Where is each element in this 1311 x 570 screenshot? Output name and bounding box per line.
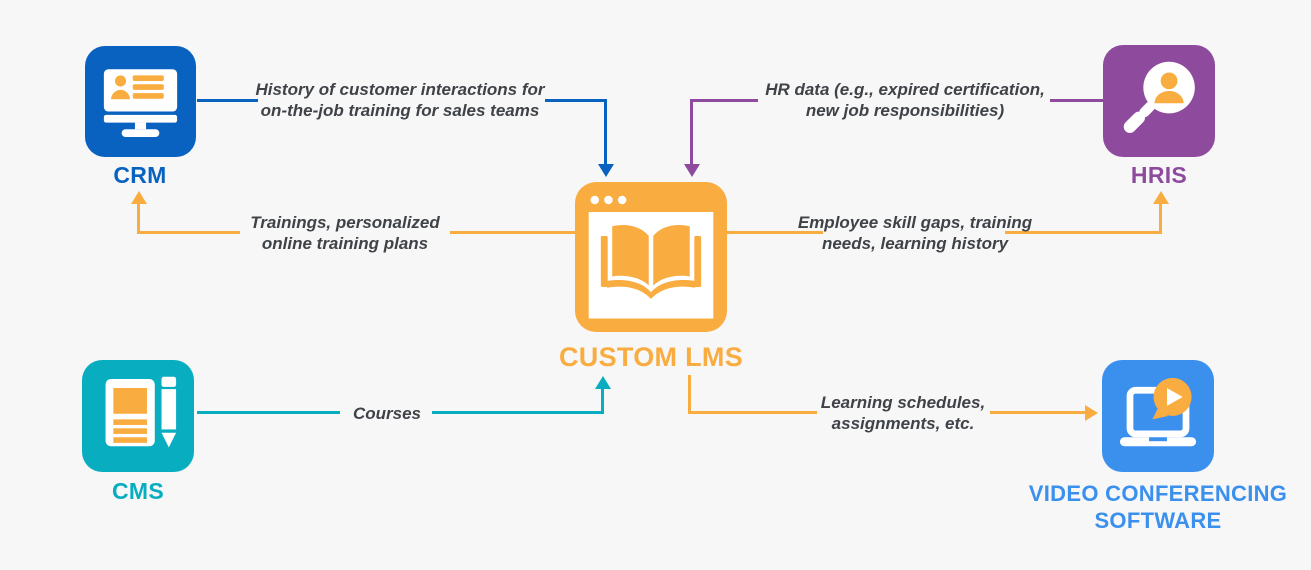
label-line: HR data (e.g., expired certification,: [765, 80, 1045, 99]
crm-to-lms-segment: [604, 99, 607, 165]
crm-to-lms-segment: [197, 99, 258, 102]
hris-label: HRIS: [1130, 162, 1188, 188]
crm-icon: [85, 46, 196, 157]
hris-to-lms-segment: [690, 99, 693, 165]
video-conferencing-icon: [1102, 360, 1214, 472]
video-conferencing-label: VIDEO CONFERENCING SOFTWARE: [1029, 480, 1287, 534]
label-line: on-the-job training for sales teams: [260, 101, 540, 120]
label-line: VIDEO CONFERENCING: [1028, 481, 1288, 506]
label-line: Employee skill gaps, training: [797, 213, 1033, 232]
arrow-up-icon: [1153, 191, 1169, 204]
lms-to-crm-segment: [450, 231, 576, 234]
hris-to-lms-label: HR data (e.g., expired certification, ne…: [765, 79, 1045, 121]
lms-to-hris-label: Employee skill gaps, training needs, lea…: [798, 212, 1032, 254]
lms-to-crm-segment: [137, 231, 240, 234]
custom-lms-icon: [575, 182, 727, 332]
arrow-right-icon: [1085, 405, 1098, 421]
cms-to-lms-segment: [432, 411, 604, 414]
arrow-down-icon: [598, 164, 614, 177]
cms-to-lms-label: Courses: [353, 403, 421, 424]
lms-to-crm-label: Trainings, personalized online training …: [250, 212, 440, 254]
lms-to-video-segment: [990, 411, 1085, 414]
label-line: online training plans: [261, 234, 429, 253]
cms-to-lms-segment: [197, 411, 340, 414]
label-line: assignments, etc.: [831, 414, 975, 433]
label-line: needs, learning history: [821, 234, 1009, 253]
arrow-up-icon: [595, 376, 611, 389]
label-line: Courses: [352, 404, 422, 423]
lms-to-crm-segment: [137, 203, 140, 234]
lms-to-hris-segment: [1159, 203, 1162, 234]
cms-label: CMS: [111, 478, 165, 504]
hris-icon: [1103, 45, 1215, 157]
cms-to-lms-segment: [601, 388, 604, 414]
hris-to-lms-segment: [693, 99, 758, 102]
label-line: Learning schedules,: [820, 393, 986, 412]
lms-to-video-segment: [688, 375, 691, 414]
hris-to-lms-segment: [1050, 99, 1103, 102]
label-line: History of customer interactions for: [255, 80, 545, 99]
lms-to-video-segment: [688, 411, 817, 414]
label-line: new job responsibilities): [805, 101, 1005, 120]
custom-lms-label: CUSTOM LMS: [559, 342, 743, 372]
arrow-down-icon: [684, 164, 700, 177]
crm-label: CRM: [113, 162, 167, 188]
label-line: Trainings, personalized: [250, 213, 440, 232]
label-line: SOFTWARE: [1094, 508, 1222, 533]
cms-icon: [82, 360, 194, 472]
crm-to-lms-segment: [545, 99, 607, 102]
lms-to-hris-segment: [1005, 231, 1162, 234]
lms-to-video-label: Learning schedules, assignments, etc.: [821, 392, 985, 434]
crm-to-lms-label: History of customer interactions for on-…: [255, 79, 544, 121]
arrow-up-icon: [131, 191, 147, 204]
lms-to-hris-segment: [727, 231, 823, 234]
